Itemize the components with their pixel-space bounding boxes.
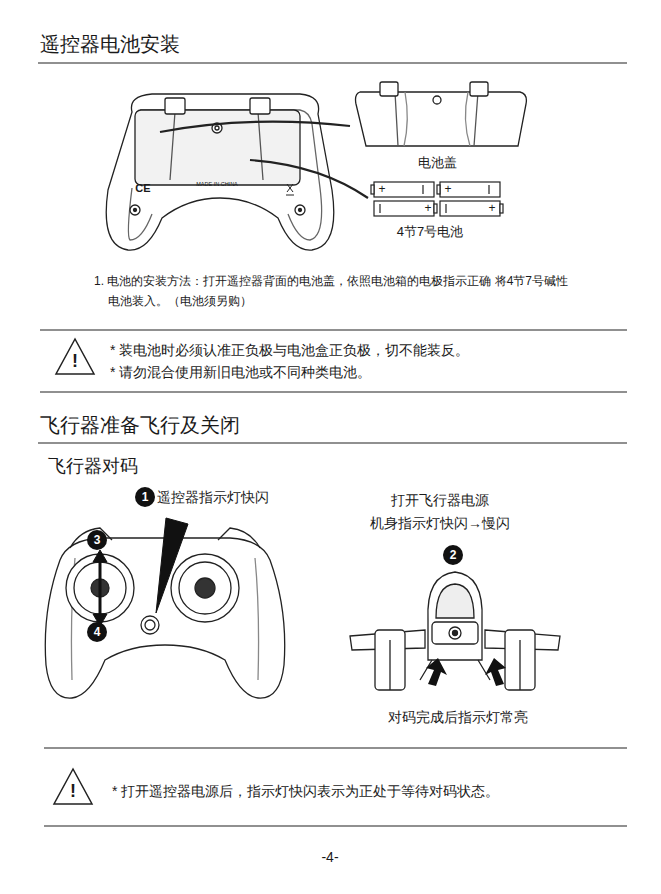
drone xyxy=(432,622,478,644)
leader-line xyxy=(250,160,368,198)
aaa-battery xyxy=(437,185,440,194)
rule xyxy=(40,329,627,330)
callout-text: 4 xyxy=(94,625,101,639)
section-title: 遥控器电池安装 xyxy=(40,32,180,56)
step-label: 机身指示灯快闪→慢闪 xyxy=(370,515,510,532)
aaa-battery xyxy=(422,185,423,194)
aaa-battery xyxy=(374,201,434,216)
battery-cover xyxy=(404,92,470,146)
direction-arrow xyxy=(93,550,107,562)
controller-front xyxy=(145,620,155,630)
controller-back xyxy=(250,98,270,114)
aaa-battery xyxy=(371,185,374,194)
controller-back xyxy=(165,98,185,114)
callout-text: 3 xyxy=(94,533,101,547)
controller-back xyxy=(128,188,152,240)
controller-front xyxy=(171,554,239,622)
section-title: 飞行器准备飞行及关闭 xyxy=(40,413,240,437)
battery-cover xyxy=(356,82,527,146)
step-label: 打开飞行器电源 xyxy=(391,492,489,509)
battery-cover xyxy=(356,92,527,146)
imprint-text: MADE IN CHINA xyxy=(196,181,238,188)
callout-number: 1 xyxy=(135,487,155,507)
part-label: 电池盖 xyxy=(418,155,457,171)
callout-number: 3 xyxy=(87,530,107,550)
step-label: 遥控器指示灯快闪 xyxy=(157,489,269,506)
drone xyxy=(350,572,560,690)
warning-mark: ! xyxy=(70,781,76,803)
callout-text: 1 xyxy=(142,490,149,504)
warning-mark: ! xyxy=(72,351,78,373)
callout-number: 4 xyxy=(87,622,107,642)
drone xyxy=(428,572,482,660)
drone xyxy=(505,630,535,690)
controller-back xyxy=(287,184,293,192)
controller-front xyxy=(195,578,215,598)
drone xyxy=(436,584,474,618)
battery-cover xyxy=(433,96,441,104)
rule xyxy=(44,747,627,748)
rule xyxy=(38,62,627,63)
callout-text: 2 xyxy=(450,548,457,562)
page-number: -4- xyxy=(321,849,338,866)
leader-line xyxy=(160,122,368,198)
drone xyxy=(420,660,490,680)
callout-number: 2 xyxy=(443,545,463,565)
aaa-battery xyxy=(374,182,434,197)
controller-back xyxy=(215,126,219,130)
controller-back xyxy=(130,205,140,215)
subsection-title: 飞行器对码 xyxy=(48,456,138,478)
warning-note: * 请勿混合使用新旧电池或不同种类电池。 xyxy=(110,364,371,381)
rule xyxy=(44,825,627,826)
aaa-battery xyxy=(371,182,503,216)
aaa-battery xyxy=(440,182,500,197)
controller-back xyxy=(106,94,334,250)
direction-arrow xyxy=(99,558,102,618)
rule xyxy=(38,442,627,443)
aaa-battery xyxy=(434,204,437,213)
battery-cover xyxy=(380,82,398,96)
controller-back xyxy=(295,205,305,215)
pointer-arrow xyxy=(426,658,447,686)
drone xyxy=(453,631,458,636)
controller-back xyxy=(106,94,334,250)
pointer-arrow xyxy=(426,658,506,686)
polarity-mark: + xyxy=(378,182,385,196)
controller-front xyxy=(179,562,231,614)
polarity-mark: + xyxy=(444,182,451,196)
drone xyxy=(375,630,405,690)
battery-cover xyxy=(395,92,478,146)
controller-back xyxy=(299,209,302,212)
direction-arrow xyxy=(93,518,188,626)
instruction-text: 1. 电池的安装方法：打开遥控器背面的电池盖，依照电池箱的电极指示正确 将4节7… xyxy=(94,271,572,311)
controller-front xyxy=(66,554,134,622)
rule xyxy=(40,391,627,392)
ce-mark: CE xyxy=(135,182,150,195)
aaa-battery xyxy=(379,204,380,213)
warning-note: * 装电池时必须认准正负极与电池盒正负极，切不能装反。 xyxy=(110,342,469,359)
drone xyxy=(519,640,520,690)
controller-front xyxy=(141,616,159,634)
controller-back xyxy=(134,209,137,212)
aaa-battery xyxy=(440,201,500,216)
leader-line xyxy=(160,122,350,132)
polarity-mark: + xyxy=(424,201,431,215)
controller-back xyxy=(286,195,294,196)
warning-note: * 打开遥控器电源后，指示灯快闪表示为正处于等待对码状态。 xyxy=(112,783,499,800)
direction-arrow xyxy=(156,518,188,613)
drone xyxy=(389,640,390,690)
rule xyxy=(38,63,627,826)
warning-triangle xyxy=(56,339,94,374)
battery-cover xyxy=(470,82,488,96)
aaa-battery xyxy=(488,185,489,194)
drone xyxy=(449,627,461,639)
aaa-battery xyxy=(500,204,503,213)
aaa-battery xyxy=(445,204,446,213)
warning-triangle xyxy=(54,769,92,804)
step-label: 对码完成后指示灯常亮 xyxy=(388,709,528,726)
polarity-mark: + xyxy=(488,201,495,215)
part-label: 4节7号电池 xyxy=(397,224,463,240)
pointer-arrow xyxy=(485,658,506,686)
